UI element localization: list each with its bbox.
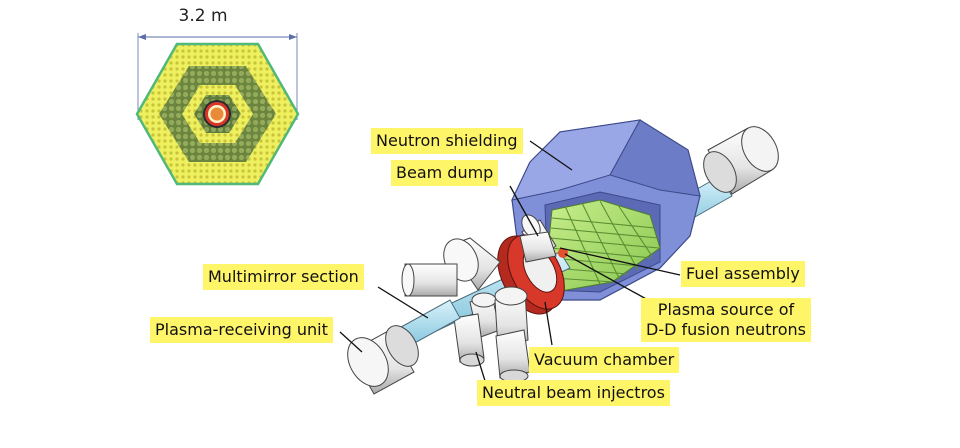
- label-beam-dump: Beam dump: [391, 160, 499, 186]
- dimension-arrow-right: [289, 34, 297, 40]
- label-plasma-source: Plasma source of D-D fusion neutrons: [641, 298, 811, 342]
- leader-beam-dump: [509, 185, 539, 237]
- dimension-label: 3.2 m: [178, 6, 228, 26]
- device-illustration: [347, 119, 779, 395]
- plasma-source-dot: [558, 248, 568, 258]
- leader-injectors: [475, 351, 487, 385]
- leader-plasma-receiving: [339, 331, 363, 353]
- label-plasma-source-line2: D-D fusion neutrons: [646, 320, 806, 339]
- core-center: [210, 107, 224, 121]
- injector-top: [519, 231, 557, 263]
- injector-lower-3: [453, 313, 485, 367]
- label-vacuum-chamber: Vacuum chamber: [529, 347, 680, 373]
- leader-neutron-shielding: [529, 140, 573, 171]
- leader-lines: [339, 140, 681, 385]
- core-cross-section: [135, 33, 300, 186]
- label-neutron-shielding: Neutron shielding: [371, 128, 523, 154]
- leader-plasma-source: [564, 253, 649, 301]
- right-end-cylinder: [703, 126, 779, 195]
- left-end-cylinder: [347, 325, 419, 395]
- leader-vacuum-chamber: [544, 301, 553, 346]
- dimension-arrow-left: [138, 34, 146, 40]
- injector-left: [401, 263, 458, 297]
- injector-lower-4: [495, 329, 531, 383]
- leader-multimirror: [377, 286, 429, 319]
- label-plasma-source-line1: Plasma source of: [657, 300, 795, 319]
- label-plasma-receiving-unit: Plasma-receiving unit: [150, 317, 333, 343]
- fuel-assembly-rods: [547, 199, 661, 293]
- label-fuel-assembly: Fuel assembly: [681, 261, 805, 287]
- leader-fuel-assembly: [559, 247, 681, 276]
- label-multimirror-section: Multimirror section: [203, 264, 364, 290]
- label-neutral-beam-injectors: Neutral beam injectros: [477, 380, 670, 406]
